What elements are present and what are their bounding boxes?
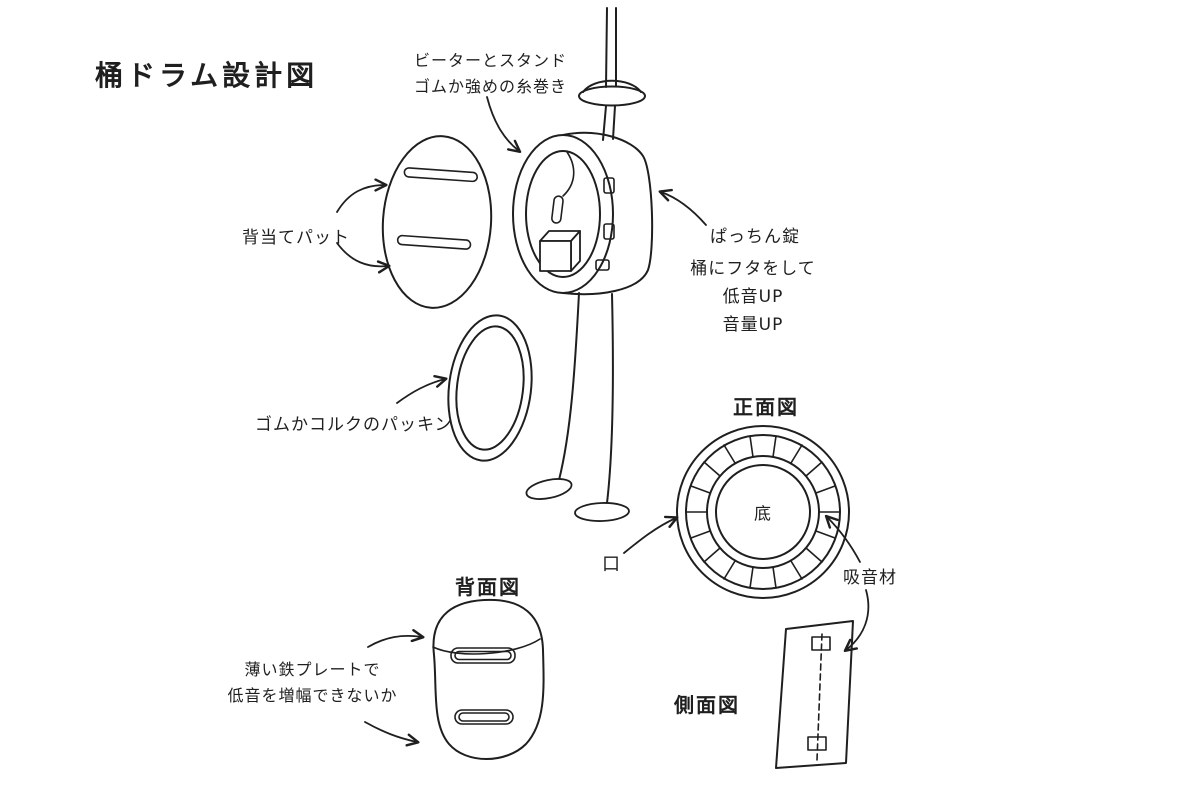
beater-stand-note-line2: ゴムか強めの糸巻き <box>413 77 567 97</box>
lid-note-line3: 音量UP <box>722 315 784 336</box>
lid-note-line2: 低音UP <box>722 287 784 308</box>
mouth-arrow <box>623 515 679 554</box>
absorber-arrow-sideview <box>843 589 870 653</box>
beater-stand-arrow <box>486 96 522 154</box>
plate-note-line2: 低音を増幅できないか <box>227 686 398 706</box>
latch-label: ぱっちん錠 <box>710 227 800 247</box>
bottom-label: 底 <box>754 504 772 525</box>
back-pad-label: 背当てパット <box>242 228 350 248</box>
plate-note: 薄い鉄プレートで 低音を増幅できないか <box>215 657 410 710</box>
latch-arrow <box>658 188 707 226</box>
beater-stand-note-line1: ビーターとスタンド <box>413 51 567 70</box>
back-pad-arrow-bottom <box>336 242 391 274</box>
mouth-label: 口 <box>602 554 621 575</box>
side-view-label: 側面図 <box>674 693 740 717</box>
packing-label: ゴムかコルクのパッキン <box>255 415 453 435</box>
absorber-label: 吸音材 <box>843 568 897 588</box>
back-pad-arrow-top <box>336 178 388 213</box>
front-view-label: 正面図 <box>733 395 799 419</box>
back-view-drawing <box>432 598 545 760</box>
front-view-drawing <box>676 425 850 599</box>
side-view-drawing <box>775 620 854 769</box>
diagram-title: 桶ドラム設計図 <box>95 59 319 92</box>
plate-arrow-top <box>367 629 425 648</box>
lid-note-line1: 桶にフタをして <box>690 259 816 279</box>
absorber-arrow-ring <box>824 514 861 563</box>
lid-note: 桶にフタをして 低音UP 音量UP <box>672 255 834 339</box>
back-pad-drawing <box>381 135 493 309</box>
beater-stand-note: ビーターとスタンド ゴムか強めの糸巻き <box>393 48 588 101</box>
main-drum-drawing <box>512 7 654 522</box>
packing-ring-drawing <box>447 314 533 462</box>
back-view-label: 背面図 <box>455 575 521 599</box>
plate-note-line1: 薄い鉄プレートで <box>244 660 381 679</box>
front-view-segments <box>685 435 841 589</box>
packing-arrow <box>396 374 448 404</box>
plate-arrow-bottom <box>364 721 420 747</box>
